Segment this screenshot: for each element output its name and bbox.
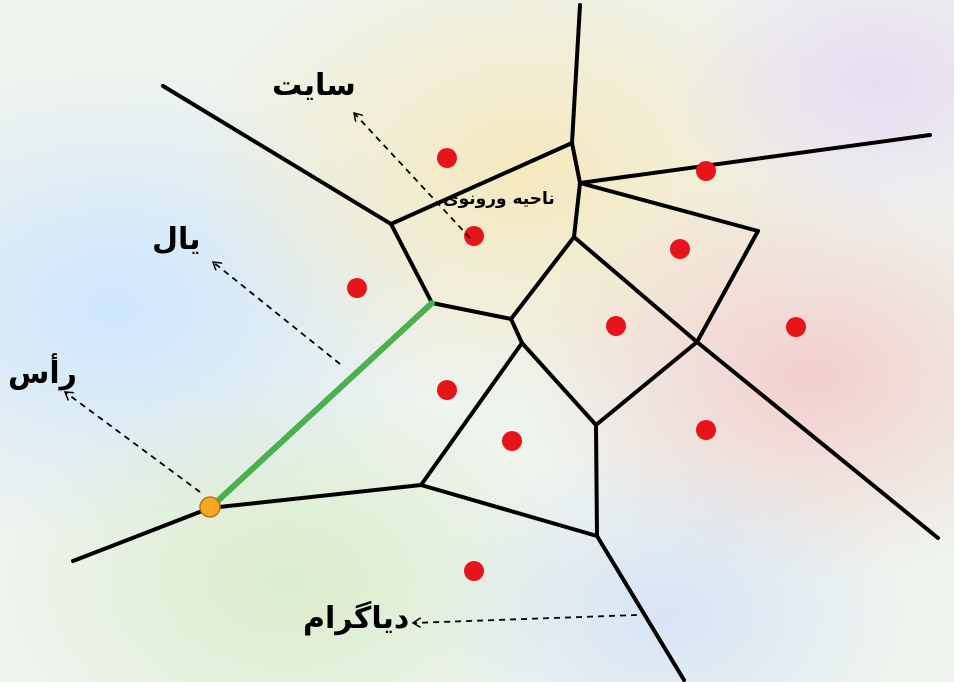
voronoi-edge bbox=[419, 341, 524, 487]
voronoi-edge bbox=[695, 340, 940, 540]
site-points bbox=[347, 148, 806, 581]
site-point bbox=[502, 431, 522, 451]
voronoi-edge bbox=[161, 84, 393, 226]
voronoi-edge bbox=[595, 534, 686, 682]
site-point bbox=[696, 161, 716, 181]
site-point bbox=[464, 226, 484, 246]
voronoi-edge bbox=[389, 222, 434, 305]
site-point bbox=[347, 278, 367, 298]
voronoi-region-label: ناحیه ورونوی bbox=[443, 189, 555, 209]
site-label: سایت bbox=[272, 68, 356, 103]
site-point bbox=[670, 239, 690, 259]
voronoi-edge bbox=[578, 181, 760, 233]
voronoi-edge bbox=[594, 340, 699, 427]
voronoi-edge bbox=[208, 483, 423, 510]
voronoi-edge bbox=[594, 423, 599, 538]
voronoi-edge bbox=[570, 3, 582, 145]
site-point bbox=[437, 148, 457, 168]
voronoi-edges bbox=[71, 3, 940, 682]
voronoi-edge bbox=[509, 235, 576, 321]
voronoi-edge bbox=[570, 141, 582, 185]
annotation-arrows bbox=[65, 113, 638, 623]
site-point bbox=[464, 561, 484, 581]
diagram-arrow bbox=[413, 614, 638, 623]
site-point bbox=[437, 380, 457, 400]
site-point bbox=[786, 317, 806, 337]
voronoi-edge bbox=[509, 317, 524, 345]
voronoi-edge bbox=[572, 235, 699, 344]
site-arrow bbox=[354, 113, 471, 239]
vertex-label: رأس bbox=[8, 356, 77, 391]
voronoi-edge bbox=[695, 229, 760, 344]
voronoi-edge bbox=[389, 141, 574, 226]
voronoi-edge bbox=[430, 301, 513, 321]
highlighted-edge bbox=[207, 300, 435, 511]
vertex-point bbox=[199, 496, 221, 518]
edge-label: یال bbox=[152, 222, 201, 257]
site-point bbox=[696, 420, 716, 440]
voronoi-edge bbox=[71, 506, 212, 563]
site-point bbox=[606, 316, 626, 336]
voronoi-edge bbox=[419, 483, 599, 538]
voronoi-edge bbox=[572, 181, 582, 239]
edge-arrow bbox=[213, 262, 341, 365]
voronoi-edge bbox=[520, 341, 598, 427]
voronoi-edge bbox=[578, 133, 932, 185]
vertex-arrow bbox=[65, 392, 201, 493]
diagram-label: دیاگرام bbox=[303, 601, 410, 636]
